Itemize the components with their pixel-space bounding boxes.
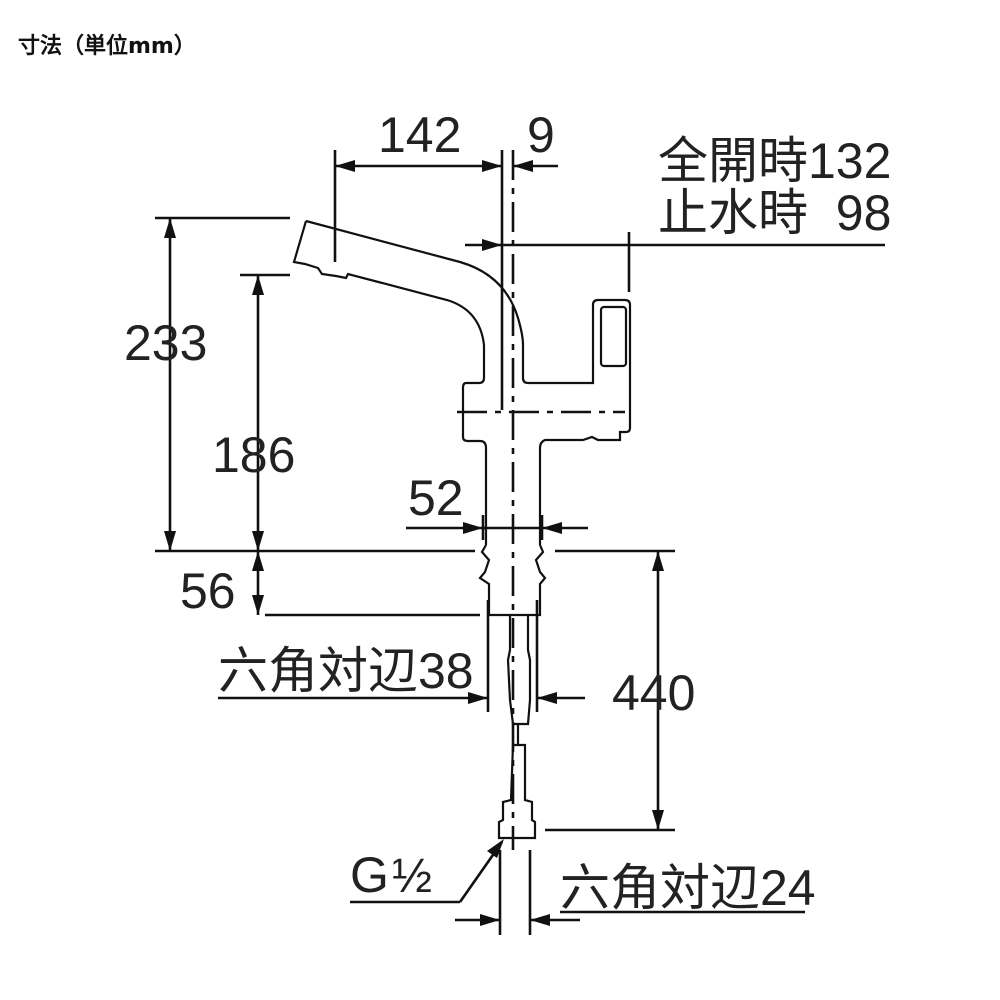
dim-9: 9 xyxy=(527,107,555,163)
faucet-outline xyxy=(292,219,632,840)
dim-440: 440 xyxy=(612,665,695,721)
dim-hex-24: 六角対辺24 xyxy=(560,860,816,916)
dim-233: 233 xyxy=(124,315,207,371)
dim-full-open: 全開時132 xyxy=(658,133,891,189)
dim-52: 52 xyxy=(408,470,464,526)
dimension-lines xyxy=(155,150,885,935)
dim-142: 142 xyxy=(378,107,461,163)
control-lever xyxy=(599,305,628,368)
dim-56: 56 xyxy=(180,563,236,619)
dim-hex-38: 六角対辺38 xyxy=(218,643,474,699)
dimension-labels: 142 9 全開時132 止水時 98 233 186 52 56 六角対辺38… xyxy=(124,107,891,916)
dim-thread-g: G xyxy=(350,847,389,903)
diagram-title: 寸法（単位mm） xyxy=(18,34,196,59)
dim-thread-fraction: ½ xyxy=(392,850,432,903)
dim-closed: 止水時 98 xyxy=(658,185,891,241)
dim-186: 186 xyxy=(212,427,295,483)
